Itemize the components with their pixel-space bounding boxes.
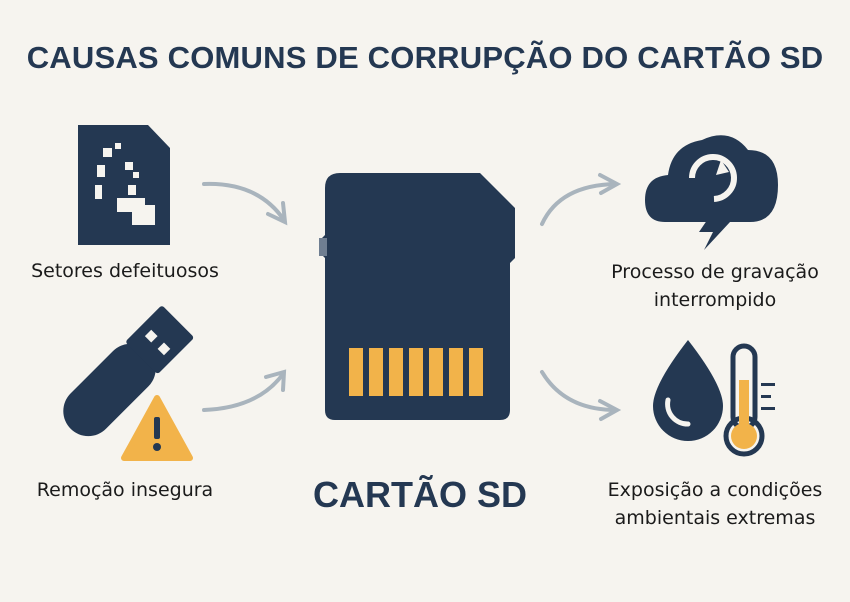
damaged-sectors-icon [78, 125, 170, 245]
cause-label-bad-sectors: Setores defeituosos [31, 260, 219, 282]
cause-label-extreme-conditions: Exposição a condições ambientais extrema… [585, 476, 845, 532]
cause-label-line: Processo de gravação [611, 261, 819, 283]
cause-label-interrupted-write: Processo de gravação interrompido [590, 258, 840, 314]
usb-warning-icon [63, 306, 194, 461]
cause-label-unsafe-removal: Remoção insegura [36, 479, 214, 501]
sd-card-label: CARTÃO SD [313, 474, 527, 515]
arrow-right-top [540, 173, 622, 226]
arrow-left-bottom [202, 369, 287, 412]
arrow-right-bottom [540, 370, 622, 421]
cause-label-line: interrompido [653, 289, 777, 311]
drop-thermometer-icon [653, 340, 775, 457]
cause-label-line: ambientais extremas [614, 507, 816, 529]
sd-card-icon [319, 173, 515, 420]
page-title: CAUSAS COMUNS DE CORRUPÇÃO DO CARTÃO SD [26, 40, 824, 75]
arrow-left-top [202, 181, 288, 226]
cause-label-line: Exposição a condições [607, 479, 823, 501]
storm-cloud-icon [645, 135, 778, 250]
